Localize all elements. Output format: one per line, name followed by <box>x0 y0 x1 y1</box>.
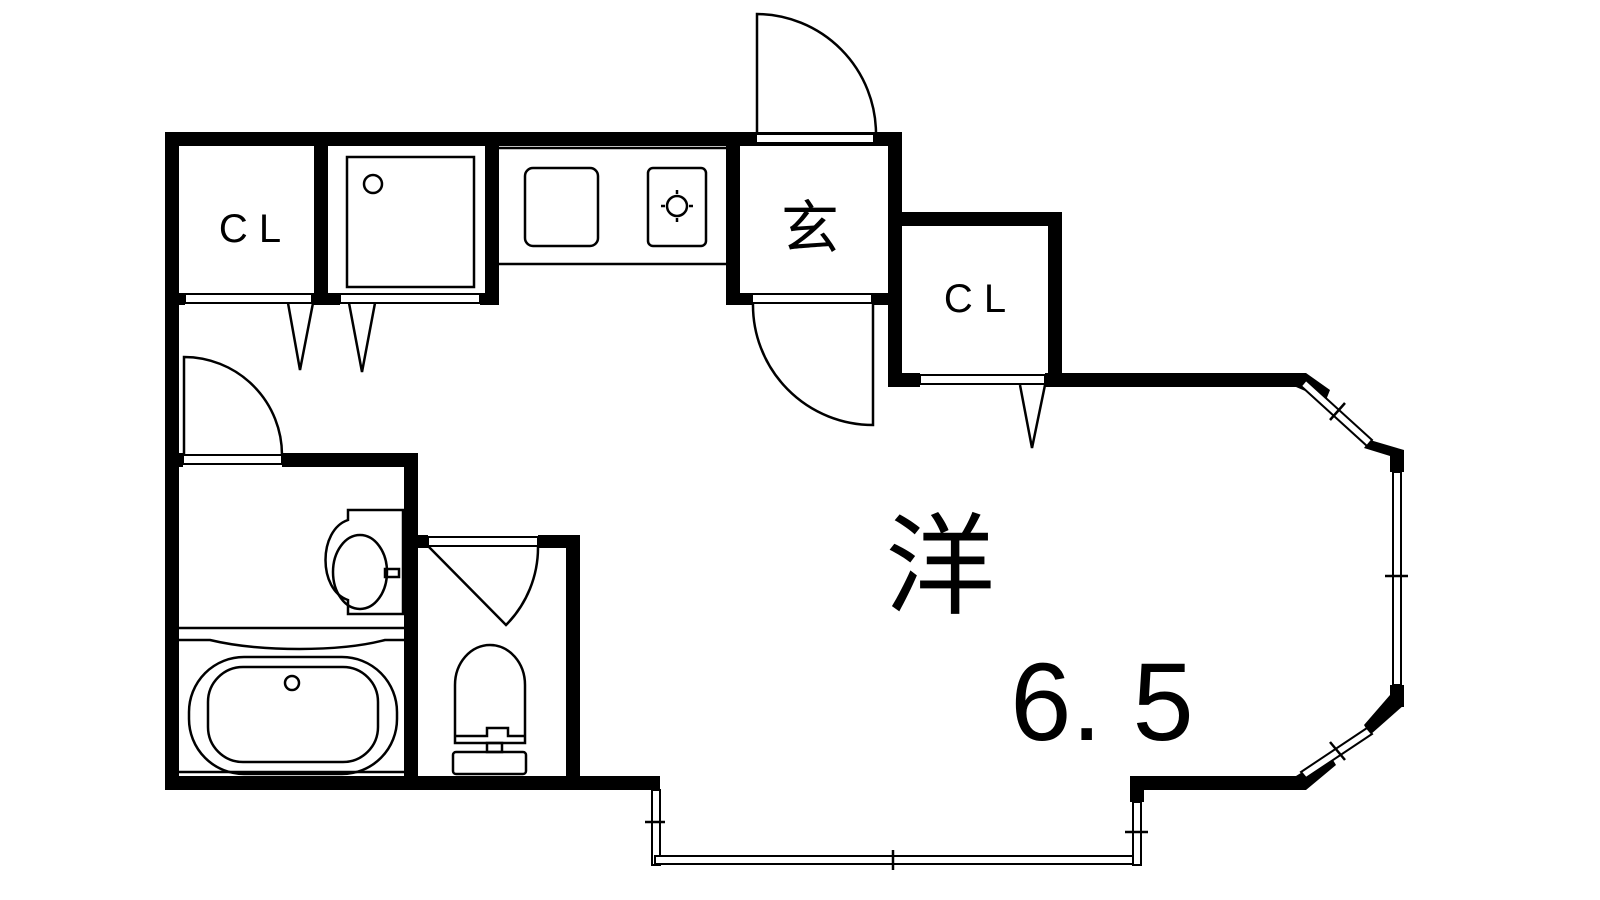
sink-icon <box>523 166 600 248</box>
window-right-bottom <box>1132 801 1142 866</box>
entrance-label: 玄 <box>781 196 839 261</box>
doors <box>182 12 1047 627</box>
window-left <box>651 789 661 866</box>
window-bay-bottom <box>1299 726 1374 780</box>
stove-icon <box>646 166 708 248</box>
washer-space <box>345 155 476 289</box>
western-room-label: 洋 <box>885 506 995 629</box>
openings <box>182 133 1408 870</box>
toilet-icon <box>453 643 527 745</box>
closet-right-label: C L <box>944 277 1006 321</box>
entrance-door <box>751 302 875 427</box>
closet-door-2 <box>347 302 377 373</box>
front-door <box>755 12 878 135</box>
window-right <box>1392 471 1402 686</box>
closet-door-right <box>1018 384 1047 449</box>
walls <box>165 132 1404 802</box>
bathroom-door <box>182 355 284 456</box>
fixtures <box>179 146 728 776</box>
washbasin-icon <box>324 508 405 616</box>
closet-door-left <box>286 302 315 371</box>
toilet-door <box>427 545 540 627</box>
window-bottom <box>654 855 1136 865</box>
room-size-label: 6. 5 <box>1010 641 1193 764</box>
closet-left-label: C L <box>219 207 281 251</box>
bathtub-icon <box>187 655 399 776</box>
